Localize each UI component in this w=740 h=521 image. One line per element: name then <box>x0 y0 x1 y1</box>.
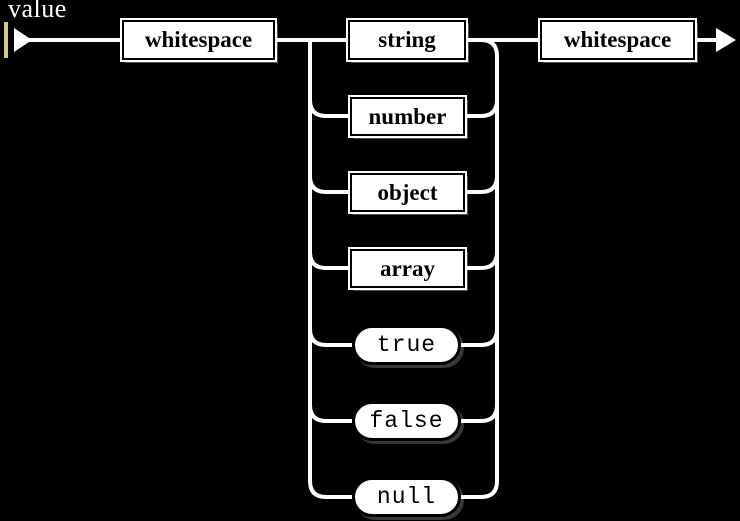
node-label: true <box>376 332 437 358</box>
page-title: value <box>8 0 67 23</box>
rail-right-top-curve <box>480 38 499 57</box>
rail-left-elbow-number <box>308 99 350 118</box>
rail-left-top-curve <box>310 40 326 56</box>
node-array[interactable]: array <box>348 247 467 290</box>
rail-left-elbow-object <box>308 175 350 194</box>
rail-right-elbow-array <box>465 251 499 270</box>
node-label: null <box>376 484 437 510</box>
rail-right-elbow-object <box>465 175 499 194</box>
rail-right-elbow-true <box>461 328 499 347</box>
node-true[interactable]: true <box>352 325 461 365</box>
node-label: object <box>377 179 438 205</box>
node-whitespace-prefix[interactable]: whitespace <box>120 18 277 62</box>
node-false[interactable]: false <box>352 401 461 441</box>
rail-right-elbow-null <box>461 480 499 499</box>
node-whitespace-suffix[interactable]: whitespace <box>538 18 697 62</box>
rail-left-elbow-array <box>308 251 350 270</box>
node-label: string <box>378 27 436 52</box>
node-null[interactable]: null <box>352 477 461 517</box>
arrow-right-icon-entry <box>14 28 32 52</box>
node-label: whitespace <box>144 27 253 52</box>
node-string[interactable]: string <box>346 18 468 62</box>
rail-left-elbow-null <box>308 480 352 499</box>
arrow-right-icon-exit <box>716 28 736 52</box>
node-object[interactable]: object <box>348 171 467 214</box>
rail-left-elbow-false <box>308 404 352 423</box>
node-label: array <box>380 255 435 281</box>
node-label: false <box>369 408 444 434</box>
node-label: whitespace <box>563 27 672 52</box>
rail-left-elbow-true <box>308 328 352 347</box>
entry-marker <box>4 22 8 58</box>
node-label: number <box>368 103 447 129</box>
rail-right-elbow-number <box>465 99 499 118</box>
rail-right-elbow-false <box>461 404 499 423</box>
node-number[interactable]: number <box>348 95 467 138</box>
